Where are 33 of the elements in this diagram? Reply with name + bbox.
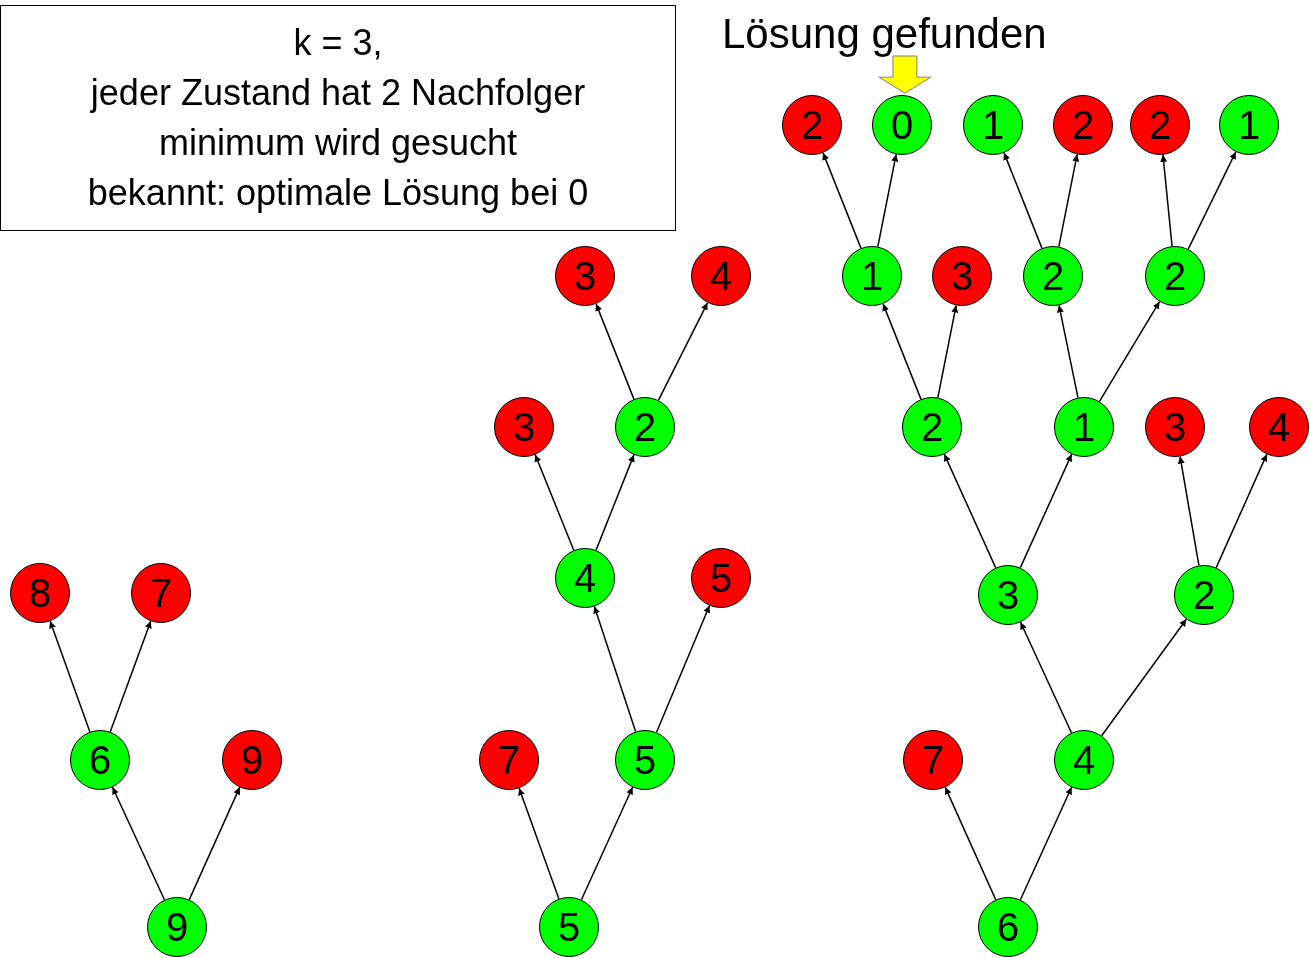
arrow bbox=[937, 304, 959, 399]
arrow bbox=[1058, 153, 1080, 248]
arrow bbox=[580, 786, 634, 901]
arrow bbox=[1019, 786, 1073, 901]
arrow bbox=[882, 303, 922, 400]
note-line: bekannt: optimale Lösung bei 0 bbox=[87, 171, 589, 215]
arrow bbox=[877, 153, 899, 248]
arrow bbox=[1215, 453, 1268, 569]
note-line: minimum wird gesucht bbox=[158, 121, 518, 165]
arrow bbox=[1003, 152, 1043, 249]
arrow bbox=[1177, 455, 1200, 567]
arrow bbox=[944, 786, 997, 901]
arrow bbox=[595, 303, 635, 400]
note-box bbox=[0, 5, 676, 231]
arrow bbox=[1100, 618, 1188, 737]
arrow bbox=[943, 453, 997, 569]
arrow bbox=[534, 454, 575, 551]
block-arrow bbox=[878, 55, 932, 94]
arrow bbox=[655, 604, 711, 734]
arrow bbox=[1019, 621, 1073, 734]
arrow bbox=[595, 454, 635, 551]
caption-text: Lösung gefunden bbox=[722, 8, 1047, 60]
arrow bbox=[822, 152, 862, 249]
arrow bbox=[657, 302, 709, 401]
arrow bbox=[1160, 154, 1173, 247]
arrow bbox=[1098, 300, 1161, 403]
arrow bbox=[1187, 151, 1237, 250]
arrow bbox=[1019, 453, 1073, 569]
arrow bbox=[188, 786, 241, 901]
arrow bbox=[111, 786, 166, 901]
arrow bbox=[1057, 304, 1079, 399]
note-line: k = 3, bbox=[293, 21, 383, 65]
note-line: jeder Zustand hat 2 Nachfolger bbox=[90, 71, 586, 115]
